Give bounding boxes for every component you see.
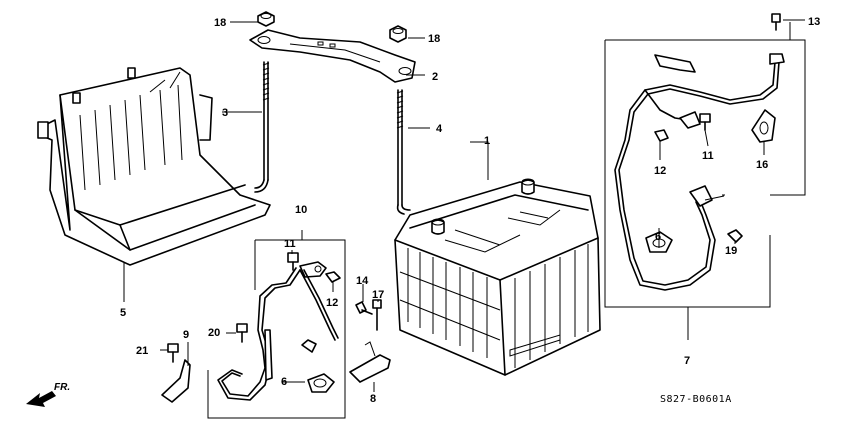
bolt-17 (372, 299, 382, 331)
cable-clip-16 (751, 109, 776, 143)
battery-bolt-right (396, 89, 411, 215)
callout-18a: 18 (214, 17, 226, 29)
front-direction-label: FR. (54, 382, 70, 393)
cable-stay-8 (349, 341, 391, 383)
front-direction-arrow: FR. (26, 382, 70, 407)
callout-19: 19 (725, 245, 737, 257)
nut-12-right (654, 129, 669, 142)
callout-18b: 18 (428, 33, 440, 45)
positive-battery-cable (614, 53, 785, 291)
bolt-20 (236, 323, 248, 343)
callout-4: 4 (436, 123, 443, 135)
callout-12b: 12 (654, 165, 666, 177)
callout-12a: 12 (326, 297, 338, 309)
bolt-11-left (287, 252, 299, 271)
cable-stay-9 (161, 359, 191, 403)
callout-21: 21 (136, 345, 148, 357)
battery (394, 178, 601, 376)
diagram-code: S827-B0601A (660, 394, 732, 405)
nut-19 (727, 229, 743, 243)
battery-setting-plate (249, 29, 416, 83)
leader-lines (123, 19, 805, 392)
battery-bolt-left (254, 61, 270, 193)
clamp-6-left (307, 373, 335, 393)
callout-9: 9 (183, 329, 189, 341)
callout-13: 13 (808, 16, 820, 28)
callout-20: 20 (208, 327, 220, 339)
cable-assembly-box-10 (207, 230, 346, 419)
callout-1: 1 (484, 135, 490, 147)
negative-battery-cable (217, 261, 339, 401)
bolt-14 (355, 301, 373, 315)
battery-tray (37, 67, 271, 266)
callout-3: 3 (222, 107, 228, 119)
callout-17: 17 (372, 289, 384, 301)
flange-nut-18-right (389, 25, 407, 43)
callout-8: 8 (370, 393, 376, 405)
flange-nut-18-left (257, 11, 275, 27)
bolt-21 (167, 343, 179, 363)
callout-7: 7 (684, 355, 690, 367)
callout-11b: 11 (702, 150, 714, 162)
callout-16: 16 (756, 159, 768, 171)
callout-14: 14 (356, 275, 369, 287)
callout-2: 2 (432, 71, 438, 83)
callout-6a: 6 (281, 376, 287, 388)
cable-assembly-box-7 (604, 22, 806, 340)
callout-11a: 11 (284, 238, 296, 250)
nut-12-left (325, 271, 341, 283)
callout-6b: 6 (655, 231, 661, 243)
bolt-13 (771, 13, 781, 31)
bolt-11-right (699, 113, 711, 131)
callout-10: 10 (295, 204, 307, 216)
callout-5: 5 (120, 307, 126, 319)
